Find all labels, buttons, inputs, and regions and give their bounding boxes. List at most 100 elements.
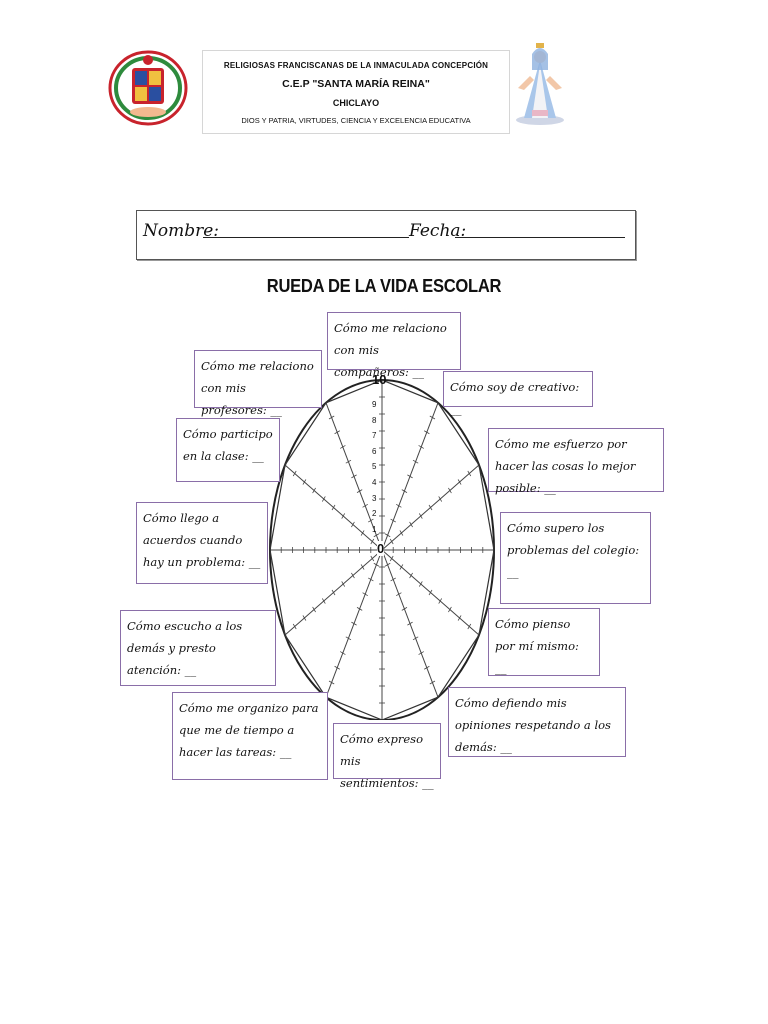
wheel-tick [356, 489, 363, 493]
wheel-tick [412, 636, 419, 641]
wheel-tick [362, 592, 368, 597]
card-problemas: Cómo supero los problemas del colegio: _… [500, 512, 651, 604]
wheel-tick [412, 459, 419, 464]
wheel-tick [424, 430, 430, 435]
wheel-tick [373, 533, 380, 538]
card-participo: Cómo participo en la clase: __ [176, 418, 280, 482]
city-name: CHICLAYO [332, 98, 380, 108]
wheel-tick [328, 680, 335, 685]
card-expreso: Cómo expreso mis sentimientos: __ [333, 723, 441, 790]
scale-number: 3 [372, 493, 377, 503]
wheel-tick [467, 623, 472, 630]
wheel-tick [368, 518, 374, 523]
scale-number: 2 [372, 509, 377, 519]
wheel-tick [302, 479, 307, 485]
wheel-tick [341, 581, 346, 587]
wheel-tick [390, 518, 396, 523]
card-esfuerzo: Cómo me esfuerzo por hacer las cosas lo … [488, 428, 664, 495]
card-pienso: Cómo pienso por mí mismo: __ [488, 608, 600, 676]
school-crest-icon [108, 50, 188, 126]
wheel-tick [424, 665, 430, 670]
card-organizo: Cómo me organizo para que me de tiempo a… [172, 692, 328, 780]
wheel-top-label: 10 [372, 372, 386, 387]
wheel-tick [396, 503, 402, 508]
wheel-tick [448, 487, 452, 494]
wheel-tick [351, 474, 357, 479]
wheel-tick [428, 589, 433, 596]
scale-number: 4 [372, 477, 377, 487]
name-field[interactable] [203, 237, 409, 238]
card-opiniones: Cómo defiendo mis opiniones respetando a… [448, 687, 626, 757]
wheel-tick [331, 589, 336, 596]
wheel-tick [370, 555, 375, 562]
card-profesores: Cómo me relaciono con mis profesores: __ [194, 350, 322, 417]
page-title: RUEDA DE LA VIDA ESCOLAR [266, 276, 502, 296]
wheel-tick [407, 621, 413, 626]
card-escucho: Cómo escucho a los demás y presto atenci… [120, 610, 276, 686]
card-companeros: Cómo me relaciono con mis compañeros: __ [327, 312, 461, 379]
wheel-tick [389, 555, 394, 562]
school-motto: DIOS Y PATRIA, VIRTUDES, CIENCIA Y EXCEL… [241, 116, 471, 125]
name-label: Nombre: [143, 221, 220, 241]
wheel-tick [292, 470, 297, 477]
wheel-scale: 9 8 7 6 5 4 3 2 1 [372, 397, 382, 537]
wheel-tick [401, 607, 408, 611]
wheel-tick [396, 592, 402, 597]
scale-number: 9 [372, 400, 377, 409]
wheel-tick [401, 489, 408, 493]
wheel-tick [457, 615, 462, 621]
wheel-tick [340, 445, 346, 449]
wheel-tick [399, 564, 404, 570]
date-field[interactable] [455, 237, 625, 238]
wheel-tick [312, 606, 316, 613]
wheel-tick [351, 572, 355, 579]
wheel-tick [292, 623, 297, 630]
wheel-tick [373, 562, 380, 567]
wheel-tick [429, 680, 436, 685]
wheel-tick [457, 479, 462, 485]
wheel-tick [334, 665, 340, 670]
card-creativo: Cómo soy de creativo: __ [443, 371, 593, 416]
wheel-tick [351, 521, 355, 528]
wheel-tick [428, 504, 433, 511]
wheel-tick [334, 430, 340, 435]
scale-number: 7 [372, 431, 377, 441]
school-header: RELIGIOSAS FRANCISCANAS DE LA INMACULADA… [202, 50, 510, 134]
wheel-tick [360, 564, 365, 570]
wheel-tick [384, 562, 391, 567]
wheel-tick [340, 651, 346, 655]
wheel-tick [390, 577, 396, 582]
wheel-tick [321, 598, 326, 604]
wheel-tick [370, 538, 375, 545]
date-label: Fecha: [409, 221, 467, 241]
scale-number: 5 [372, 462, 377, 472]
wheel-tick [418, 513, 423, 519]
wheel-tick [331, 504, 336, 511]
wheel-tick [448, 606, 452, 613]
wheel-tick [312, 487, 316, 494]
virgin-mary-figure-icon [512, 40, 568, 126]
wheel-tick [399, 530, 404, 536]
wheel-tick [438, 496, 443, 502]
wheel-tick [418, 445, 424, 449]
wheel-tick [362, 503, 368, 508]
wheel-tick [345, 636, 352, 641]
scale-number: 8 [372, 415, 377, 425]
scale-number: 1 [372, 524, 377, 534]
wheel-diagram [262, 370, 502, 721]
wheel-tick [418, 581, 423, 587]
wheel-center-label: 0 [377, 541, 385, 556]
wheel-tick [467, 470, 472, 477]
congregation-name: RELIGIOSAS FRANCISCANAS DE LA INMACULADA… [223, 61, 489, 70]
wheel-tick [409, 572, 413, 579]
wheel-tick [407, 474, 413, 479]
wheel-tick [328, 415, 335, 420]
wheel-tick [368, 577, 374, 582]
wheel-tick [345, 459, 352, 464]
wheel-tick [389, 538, 394, 545]
scale-number: 6 [372, 446, 377, 456]
wheel-tick [409, 521, 413, 528]
wheel-tick [302, 615, 307, 621]
wheel-tick [384, 533, 391, 538]
wheel-tick [356, 607, 363, 611]
